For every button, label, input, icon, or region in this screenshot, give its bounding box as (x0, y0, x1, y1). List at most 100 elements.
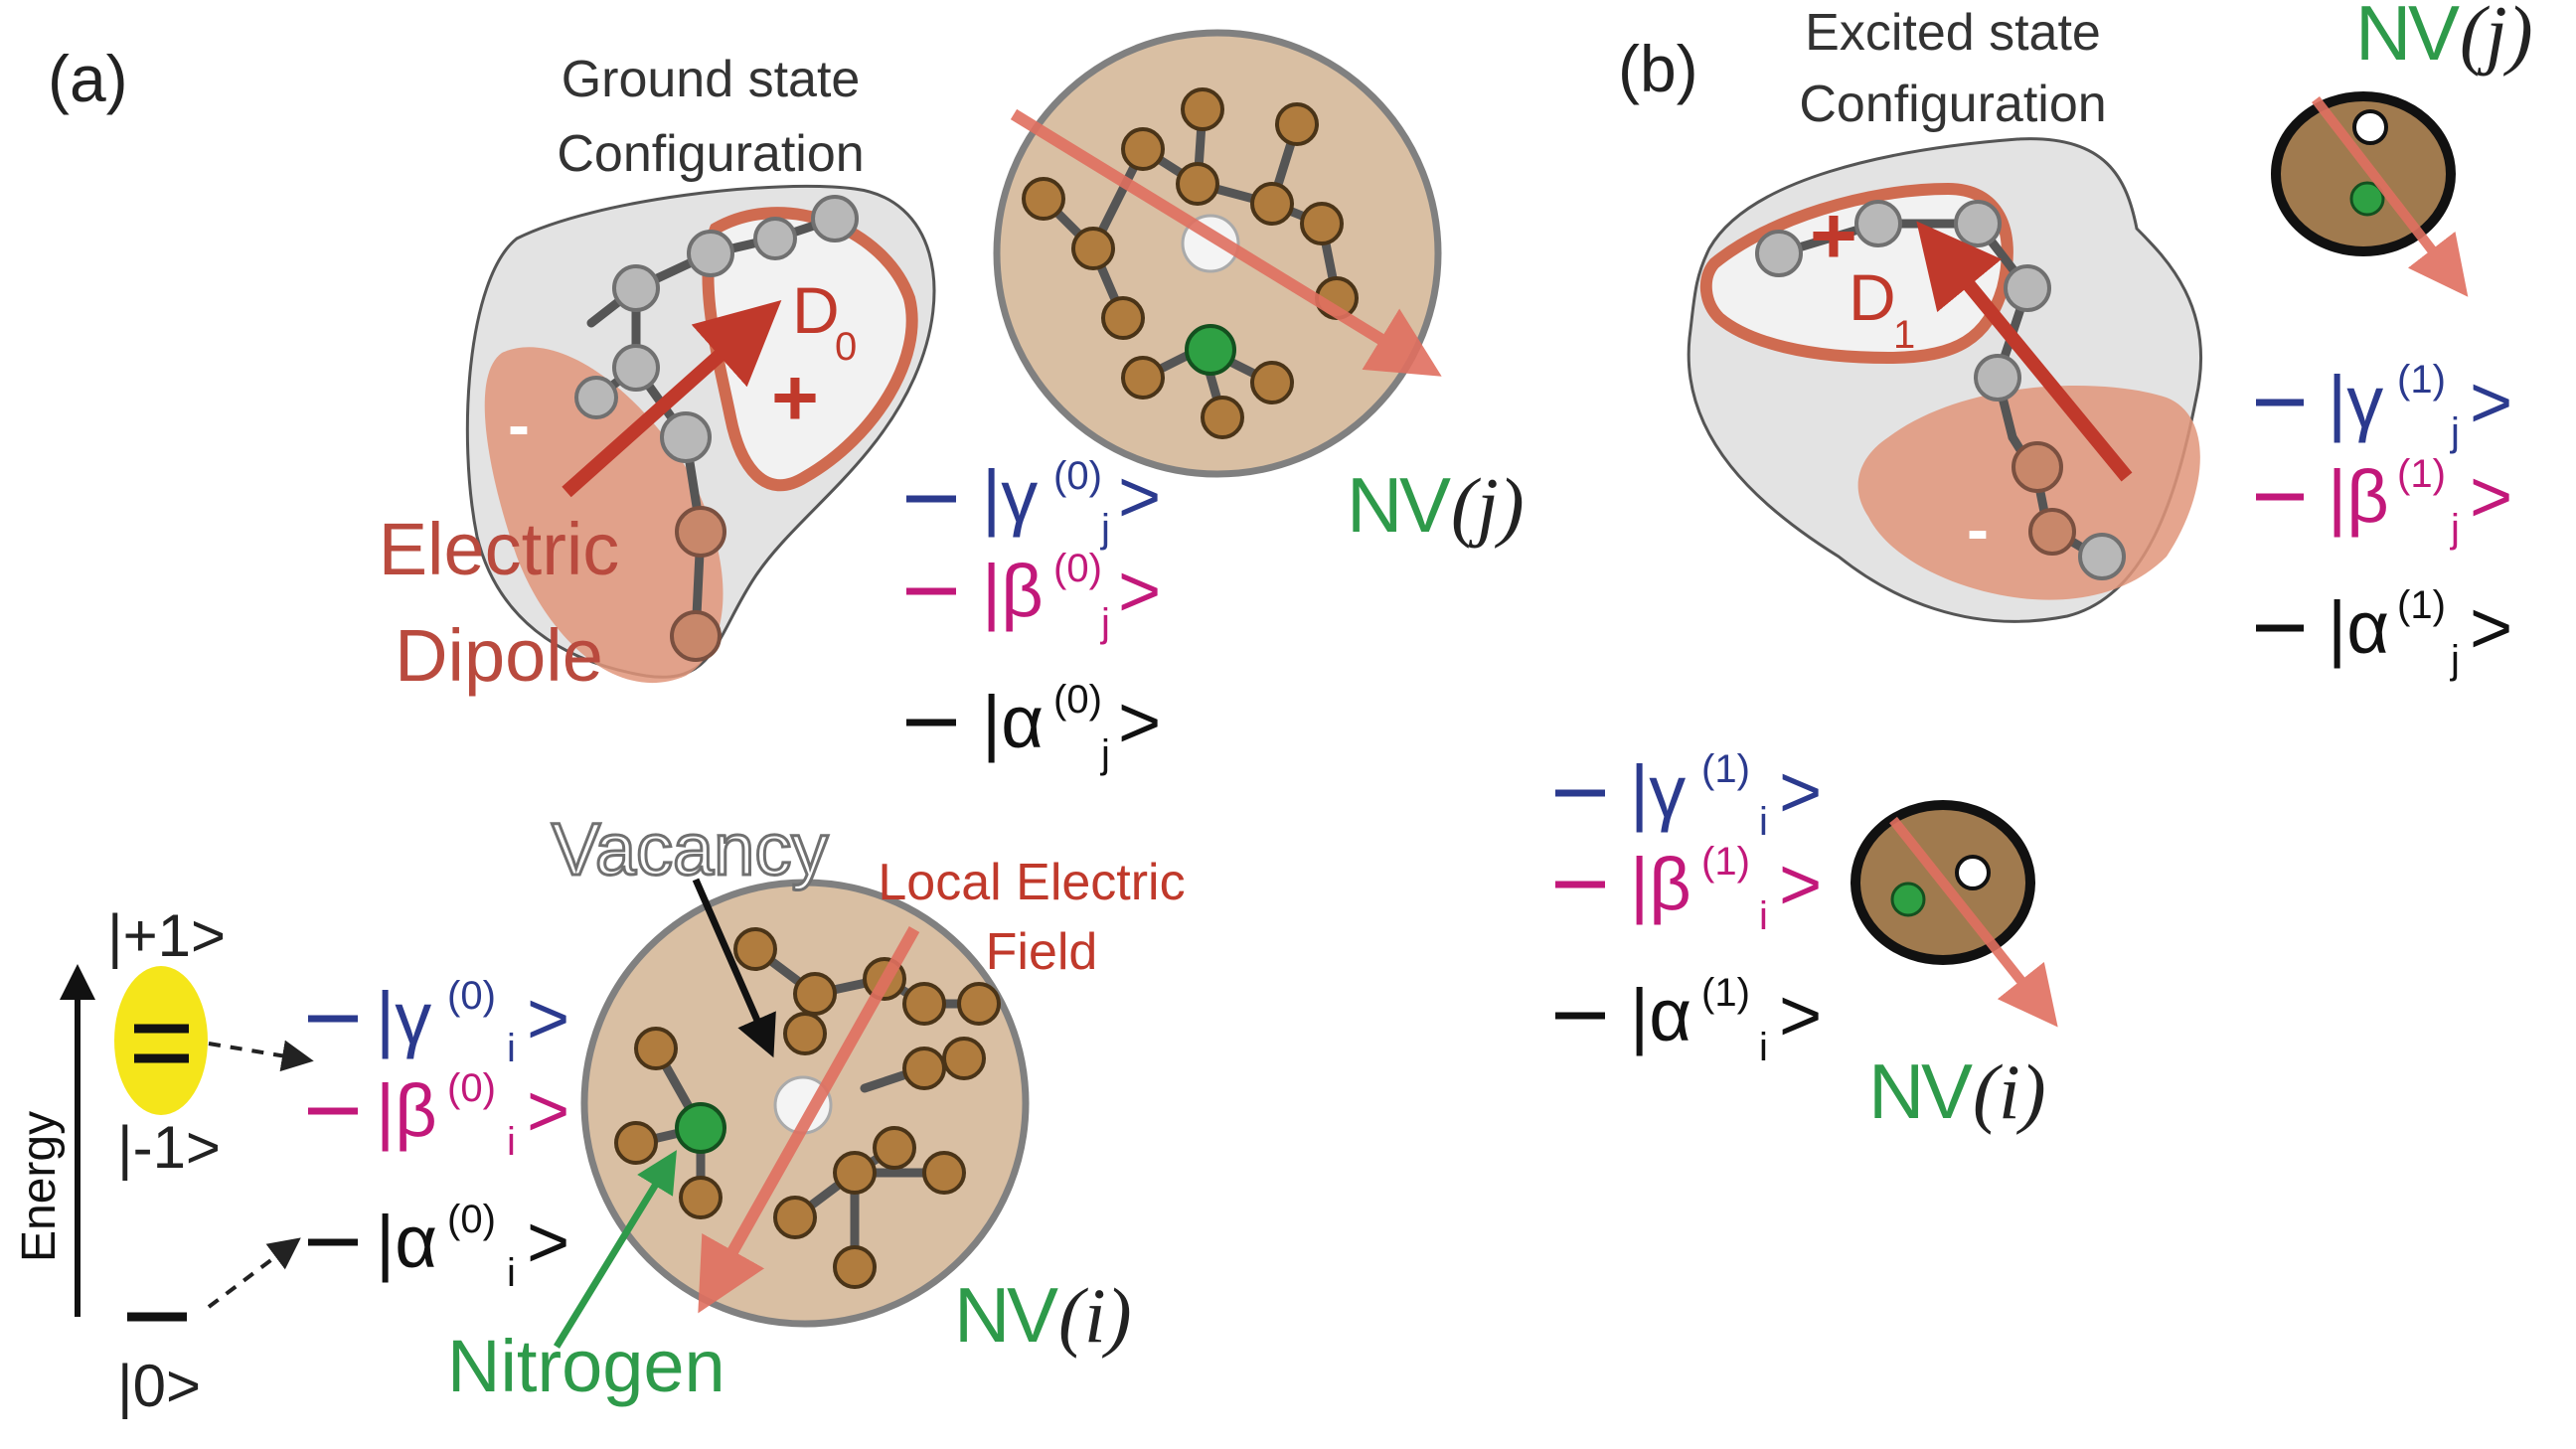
local-field-arrow-j (1010, 108, 1442, 377)
svg-text:>: > (1779, 974, 1822, 1056)
excited-state-title-line1: Excited state (1805, 4, 2101, 62)
local-field-label-line1: Local Electric (878, 854, 1185, 911)
energy-axis-label: Energy (13, 1111, 66, 1262)
svg-text:N: N (954, 1271, 1010, 1359)
states-i-excited: |γ (1) i > |β (1) i > |α (1) i > (1555, 747, 1822, 1069)
dipole-arrow-d1 (1916, 221, 2133, 482)
svg-text:|α: |α (2328, 586, 2389, 669)
electric-dipole-line1: Electric (379, 508, 620, 590)
positive-charge-sign: + (1810, 191, 1857, 281)
svg-text:>: > (1118, 681, 1161, 763)
svg-text:(0): (0) (447, 974, 496, 1018)
svg-text:|α: |α (1630, 974, 1691, 1056)
svg-text:(0): (0) (1053, 678, 1102, 722)
svg-text:N: N (1347, 461, 1402, 549)
nitrogen-atom (675, 1102, 726, 1154)
nv-i-label-a: N V (i) (954, 1271, 1132, 1359)
dipole-label-d: D (1849, 260, 1896, 334)
svg-text:>: > (1118, 550, 1161, 632)
ground-state-title-line1: Ground state (562, 51, 861, 108)
dipole-subscript-0: 0 (835, 325, 857, 369)
svg-text:|β: |β (376, 1069, 437, 1152)
nv-i-crystal-ground (580, 879, 1030, 1328)
svg-text:(i): (i) (1058, 1272, 1132, 1359)
negative-charge-lobe (484, 347, 724, 684)
svg-text:j: j (2450, 507, 2460, 551)
svg-text:i: i (507, 1120, 516, 1164)
nv-i-label-b: N V (i) (1868, 1047, 2046, 1135)
dipole-label-d: D (792, 273, 840, 347)
spin-level-minus1: |-1> (117, 1114, 221, 1181)
dipole-subscript-1: 1 (1893, 313, 1915, 357)
nitrogen-atom (1185, 324, 1236, 376)
svg-text:>: > (1779, 750, 1822, 833)
dipole-arrow-d0 (562, 300, 782, 498)
excited-state-title-line2: Configuration (1799, 76, 2106, 133)
nv-j-label-a: N V (j) (1347, 461, 1525, 549)
svg-text:V: V (1921, 1047, 1973, 1135)
svg-text:(i): (i) (1973, 1048, 2046, 1135)
states-j-ground: |γ (0) j > |β (0) j > |α (0) j > (906, 454, 1161, 776)
svg-text:|α: |α (376, 1201, 437, 1283)
local-field-label-line2: Field (986, 923, 1098, 981)
vacancy-pointer-arrow (692, 878, 776, 1058)
svg-text:(1): (1) (1701, 840, 1750, 884)
svg-text:(0): (0) (447, 1198, 496, 1241)
panel-a-label: (a) (48, 42, 128, 115)
svg-text:j: j (2450, 638, 2460, 682)
svg-text:i: i (1759, 800, 1768, 844)
svg-text:(1): (1) (1701, 971, 1750, 1015)
negative-charge-sign: - (508, 388, 530, 461)
states-j-excited: |γ (1) j > |β (1) j > |α (1) j > (2256, 358, 2512, 682)
spin-degenerate-ellipse (114, 966, 208, 1115)
svg-text:>: > (527, 1069, 569, 1152)
svg-text:V: V (1399, 461, 1451, 549)
svg-text:j: j (1100, 732, 1110, 776)
svg-text:(j): (j) (1451, 462, 1525, 549)
svg-text:V: V (1007, 1271, 1058, 1359)
states-i-ground: |γ (0) i > |β (0) i > |α (0) i > (308, 974, 569, 1295)
nitrogen-pointer-arrow (554, 1150, 677, 1349)
mapping-arrow-upper (208, 1040, 314, 1072)
svg-text:i: i (507, 1027, 516, 1070)
vacancy-label: Vacancy (552, 808, 828, 890)
local-field-arrow-j-excited (2312, 95, 2469, 297)
svg-text:>: > (527, 977, 569, 1059)
svg-text:|γ: |γ (1630, 750, 1686, 833)
svg-text:N: N (1868, 1047, 1924, 1135)
nitrogen-label: Nitrogen (447, 1325, 725, 1407)
svg-text:>: > (2470, 455, 2512, 538)
local-field-arrow-i-excited (1889, 816, 2058, 1028)
nv-i-crystal-excited (1851, 800, 2058, 1028)
local-field-arrow-i (698, 926, 920, 1314)
svg-text:|β: |β (1630, 843, 1691, 925)
ground-state-title-line2: Configuration (557, 125, 864, 183)
svg-text:i: i (1759, 894, 1768, 938)
svg-text:>: > (2470, 586, 2512, 669)
svg-text:(j): (j) (2460, 0, 2533, 77)
svg-text:i: i (507, 1251, 516, 1295)
svg-text:j: j (1100, 601, 1110, 645)
svg-text:|α: |α (982, 681, 1044, 763)
svg-text:|γ: |γ (982, 455, 1038, 538)
svg-text:(0): (0) (1053, 547, 1102, 590)
svg-text:(0): (0) (447, 1066, 496, 1110)
svg-text:>: > (1779, 843, 1822, 925)
svg-text:(1): (1) (2397, 583, 2446, 627)
nv-j-crystal-ground (993, 29, 1442, 478)
svg-text:|β: |β (2328, 455, 2389, 538)
nv-j-label-b: N V (j) (2355, 0, 2533, 77)
positive-charge-region (702, 207, 918, 492)
energy-axis: Energy (13, 964, 95, 1317)
negative-charge-sign: - (1967, 492, 1989, 565)
positive-charge-sign: + (771, 353, 819, 443)
svg-text:i: i (1759, 1026, 1768, 1069)
svg-text:(1): (1) (1701, 747, 1750, 791)
svg-text:(1): (1) (2397, 452, 2446, 496)
electric-dipole-line2: Dipole (395, 614, 603, 697)
svg-text:(1): (1) (2397, 358, 2446, 402)
mapping-arrow-lower (207, 1237, 301, 1309)
svg-text:|γ: |γ (376, 977, 431, 1059)
svg-text:V: V (2408, 0, 2460, 77)
